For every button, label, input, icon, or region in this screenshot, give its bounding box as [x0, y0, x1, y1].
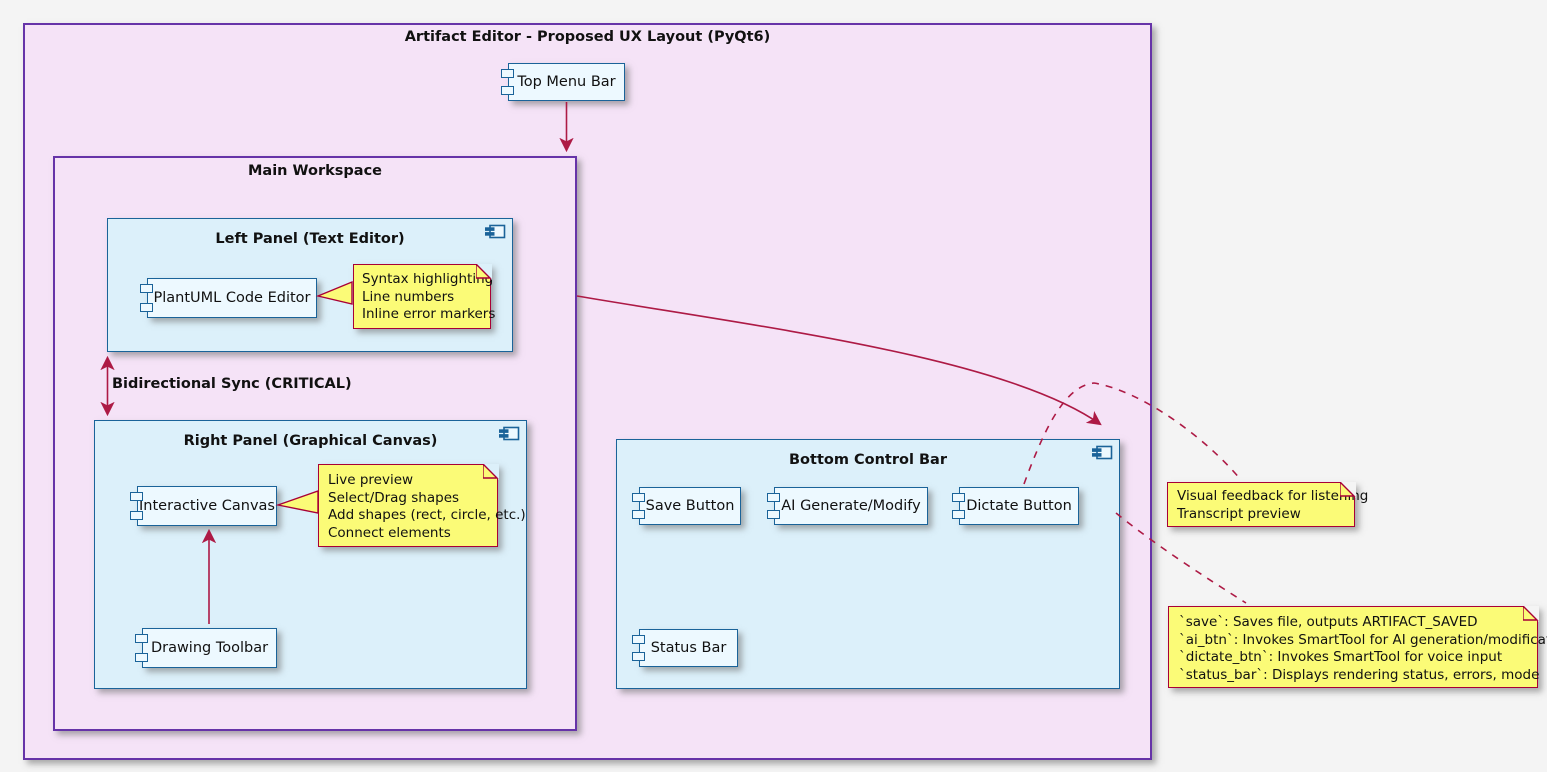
status-bar-label: Status Bar	[650, 640, 727, 656]
component-port-icon	[632, 635, 645, 644]
note-line: Live preview	[328, 472, 414, 488]
component-port-icon	[952, 493, 965, 502]
top-menu-bar-label: Top Menu Bar	[517, 74, 616, 90]
component-port-icon	[130, 492, 143, 501]
bottom-control-bar: Bottom Control Bar Save Button AI Genera…	[616, 439, 1120, 689]
component-port-icon	[767, 510, 780, 519]
plantuml-code-editor-label: PlantUML Code Editor	[153, 290, 311, 306]
ai-generate-modify-label: AI Generate/Modify	[781, 498, 921, 514]
note-line: Transcript preview	[1177, 505, 1301, 522]
canvas-note: Live preview Select/Drag shapes Add shap…	[318, 463, 526, 547]
note-line: Syntax highlighting	[362, 271, 494, 287]
dictate-feedback-note: Visual feedback for listening Transcript…	[1167, 481, 1369, 527]
interactive-canvas-component: Interactive Canvas	[130, 486, 277, 526]
right-panel-title: Right Panel (Graphical Canvas)	[183, 433, 438, 449]
component-port-icon	[952, 510, 965, 519]
right-panel: Right Panel (Graphical Canvas) Interacti…	[94, 420, 527, 689]
note-fold-icon	[482, 463, 499, 480]
component-icon	[499, 426, 520, 441]
component-port-icon	[632, 510, 645, 519]
note-fold-icon	[1339, 481, 1356, 498]
component-port-icon	[135, 634, 148, 643]
bottom-control-bar-title: Bottom Control Bar	[789, 452, 947, 468]
component-port-icon	[130, 511, 143, 520]
bidirectional-sync-label: Bidirectional Sync (CRITICAL)	[112, 376, 352, 392]
note-line: `save`: Saves file, outputs ARTIFACT_SAV…	[1179, 614, 1478, 630]
component-icon	[1092, 445, 1113, 460]
diagram-title: Artifact Editor - Proposed UX Layout (Py…	[404, 29, 771, 45]
note-line: Line numbers	[362, 288, 455, 305]
drawing-toolbar-component: Drawing Toolbar	[135, 628, 277, 668]
status-bar-component: Status Bar	[632, 629, 738, 667]
component-port-icon	[767, 493, 780, 502]
left-panel: Left Panel (Text Editor) PlantUML Code E…	[107, 218, 513, 352]
save-button-label: Save Button	[645, 498, 735, 514]
top-menu-bar-component: Top Menu Bar	[501, 63, 625, 101]
note-line: Select/Drag shapes	[328, 489, 460, 506]
editor-note: Syntax highlighting Line numbers Inline …	[353, 263, 496, 329]
controls-description-note: `save`: Saves file, outputs ARTIFACT_SAV…	[1168, 605, 1547, 688]
note-line: `ai_btn`: Invokes SmartTool for AI gener…	[1179, 631, 1547, 648]
component-port-icon	[632, 493, 645, 502]
note-line: Add shapes (rect, circle, etc.)	[328, 507, 526, 524]
ai-generate-modify-component: AI Generate/Modify	[767, 487, 928, 525]
component-port-icon	[140, 284, 153, 293]
note-fold-icon	[1522, 605, 1539, 622]
main-workspace-title: Main Workspace	[247, 163, 382, 179]
note-fold-icon	[475, 263, 492, 280]
note-line: `dictate_btn`: Invokes SmartTool for voi…	[1179, 649, 1503, 666]
dictate-button-component: Dictate Button	[952, 487, 1079, 525]
drawing-toolbar-label: Drawing Toolbar	[150, 640, 269, 656]
note-line: `status_bar`: Displays rendering status,…	[1179, 666, 1540, 683]
left-panel-title: Left Panel (Text Editor)	[215, 231, 405, 247]
note-line: Inline error markers	[362, 306, 496, 323]
plantuml-code-editor-component: PlantUML Code Editor	[140, 278, 317, 318]
component-port-icon	[632, 652, 645, 661]
component-port-icon	[135, 653, 148, 662]
component-port-icon	[140, 303, 153, 312]
save-button-component: Save Button	[632, 487, 741, 525]
component-icon	[485, 224, 506, 239]
interactive-canvas-label: Interactive Canvas	[139, 498, 275, 514]
component-port-icon	[501, 69, 514, 78]
note-line: Visual feedback for listening	[1177, 488, 1369, 504]
note-line: Connect elements	[328, 524, 451, 541]
dictate-button-label: Dictate Button	[966, 498, 1072, 514]
component-port-icon	[501, 86, 514, 95]
